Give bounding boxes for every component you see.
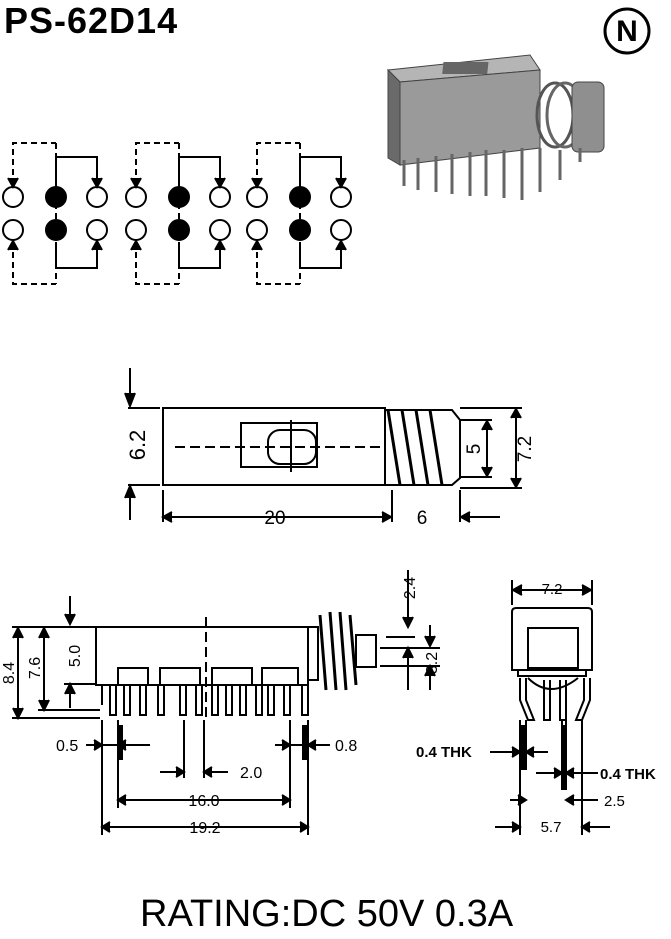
product-photo	[386, 54, 605, 200]
dim-spring-outer: 7.2	[515, 436, 536, 462]
dim-h-case: 5.0	[67, 645, 84, 667]
dim-base: 5.7	[541, 819, 562, 836]
side-view-drawing	[12, 570, 440, 835]
dim-pin-gap: 0.8	[335, 738, 357, 755]
dim-knob: 6	[417, 508, 428, 529]
dim-top-gap: 2.4	[402, 577, 419, 599]
dim-h-body: 7.6	[27, 657, 44, 679]
logo-letter: N	[616, 15, 638, 48]
dim-span: 16.0	[188, 793, 219, 810]
part-number-title: PS-62D14	[4, 0, 179, 41]
dim-spacing: 2.5	[604, 793, 625, 810]
schematic-pole-3	[246, 142, 352, 285]
schematic-pole-1	[2, 142, 108, 285]
dim-h-total: 8.4	[1, 662, 18, 684]
brand-logo-icon: N	[603, 7, 651, 55]
schematic-pole-2	[125, 142, 231, 285]
dim-pitch: 2.0	[240, 765, 262, 782]
dim-pin-w: 0.5	[56, 738, 78, 755]
dim-total: 19.2	[189, 820, 220, 837]
dim-spring-dia: 5	[464, 444, 485, 455]
end-view-drawing	[117, 580, 610, 835]
dim-thk-right: 0.4 THK	[600, 766, 656, 783]
switch-schematic	[2, 142, 352, 285]
dim-length: 20	[264, 508, 285, 529]
rating-text: RATING:DC 50V 0.3A	[140, 893, 514, 935]
dim-height: 6.2	[125, 430, 150, 461]
dim-thk-left: 0.4 THK	[416, 744, 472, 761]
top-view-drawing	[124, 368, 522, 523]
dim-width: 7.2	[542, 581, 563, 598]
dim-spring-h: 3.2	[424, 652, 441, 674]
